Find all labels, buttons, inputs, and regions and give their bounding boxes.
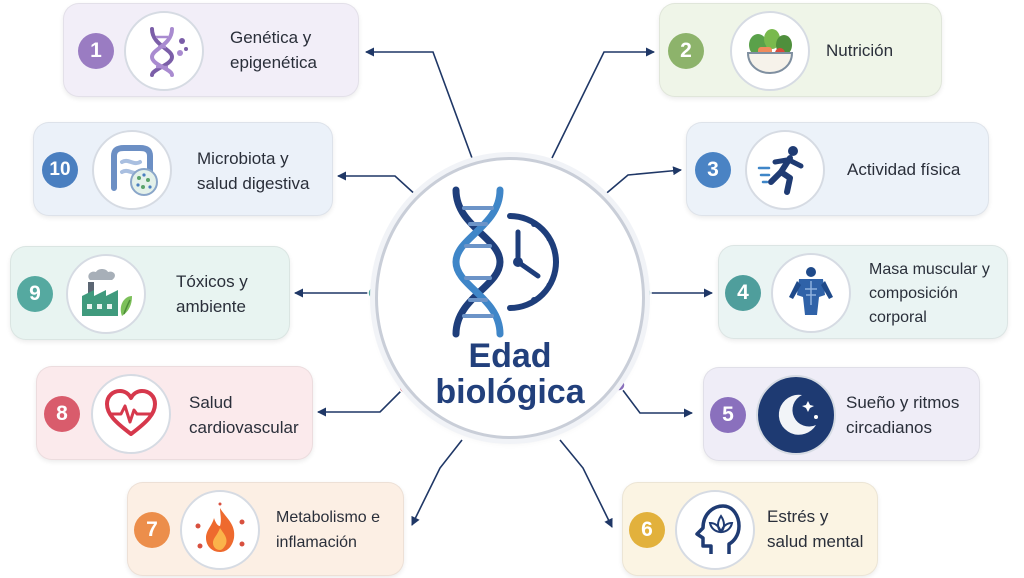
- factor-label-7: Metabolismo e inflamación: [276, 509, 381, 551]
- factor-label-2: Nutrición: [826, 41, 894, 60]
- intestine-icon: [111, 145, 158, 196]
- factor-card-5: 5 Sueño y ritmos circadianos: [703, 367, 980, 461]
- factor-card-3: 3 Actividad física: [686, 122, 989, 216]
- connector-5: [618, 384, 693, 418]
- factor-label-5: Sueño y ritmos circadianos: [846, 393, 960, 437]
- factor-card-9: 9 Tóxicos y ambiente: [10, 246, 290, 340]
- factor-card-1: 1 Genética y epigenética: [63, 3, 359, 97]
- factor-icon-9: [66, 254, 146, 334]
- factor-number-6: 6: [629, 512, 665, 548]
- factor-label-9: Tóxicos y ambiente: [176, 272, 248, 316]
- factor-number-8: 8: [44, 396, 80, 432]
- factor-icon-7: [180, 490, 260, 570]
- flame-icon: [195, 502, 245, 552]
- factor-icon-10: [92, 130, 172, 210]
- factor-label-4: Masa muscular y composición corporal: [869, 261, 990, 326]
- center-title-line2: biológica: [435, 373, 585, 411]
- factor-label-6: Estrés y salud mental: [767, 507, 864, 551]
- factor-card-4: 4 Masa muscular y composición corporal: [718, 245, 1008, 339]
- factor-card-7: 7 Metabolismo e inflamación: [127, 482, 404, 576]
- factor-number-2: 2: [668, 33, 704, 69]
- factor-number-5: 5: [710, 397, 746, 433]
- connector-7: [411, 439, 463, 526]
- connector-8: [317, 386, 406, 417]
- connector-1: [365, 47, 473, 159]
- factor-card-2: 2 Nutrición: [659, 3, 942, 97]
- factor-label-1: Genética y epigenética: [230, 28, 317, 72]
- factor-number-9: 9: [17, 276, 53, 312]
- factor-card-10: 10 Microbiota y salud digestiva: [33, 122, 333, 216]
- factor-number-1: 1: [78, 33, 114, 69]
- factor-number-7: 7: [134, 512, 170, 548]
- center-hub: Edad biológica: [375, 157, 645, 439]
- factor-card-8: 8 Salud cardiovascular: [36, 366, 313, 460]
- dna-clock-icon: [452, 186, 559, 338]
- connector-2: [551, 47, 655, 159]
- connector-10: [337, 171, 419, 198]
- factor-icon-2: [730, 11, 810, 91]
- factor-icon-3: [745, 130, 825, 210]
- connector-6: [559, 439, 613, 528]
- factor-icon-8: [91, 374, 171, 454]
- dna-icon: [149, 27, 188, 77]
- runner-icon: [757, 146, 804, 195]
- heart-pulse-icon: [105, 389, 157, 436]
- factor-icon-6: [675, 490, 755, 570]
- connector-3: [601, 166, 682, 198]
- meditation-head-icon: [695, 504, 741, 554]
- moon-stars-icon: [778, 394, 818, 435]
- factor-label-8: Salud cardiovascular: [189, 393, 299, 437]
- factor-card-6: 6 Estrés y salud mental: [622, 482, 878, 576]
- center-title-line1: Edad: [468, 337, 552, 375]
- factor-number-4: 4: [725, 275, 761, 311]
- factor-icon-4: [771, 253, 851, 333]
- factor-label-10: Microbiota y salud digestiva: [197, 149, 310, 193]
- factor-label-3: Actividad física: [847, 160, 961, 179]
- factory-icon: [82, 269, 132, 316]
- factor-icon-5: [756, 375, 836, 455]
- factor-number-10: 10: [42, 152, 78, 188]
- salad-bowl-icon: [746, 29, 794, 75]
- factor-icon-1: [124, 11, 204, 91]
- factor-number-3: 3: [695, 152, 731, 188]
- muscle-body-icon: [789, 267, 833, 315]
